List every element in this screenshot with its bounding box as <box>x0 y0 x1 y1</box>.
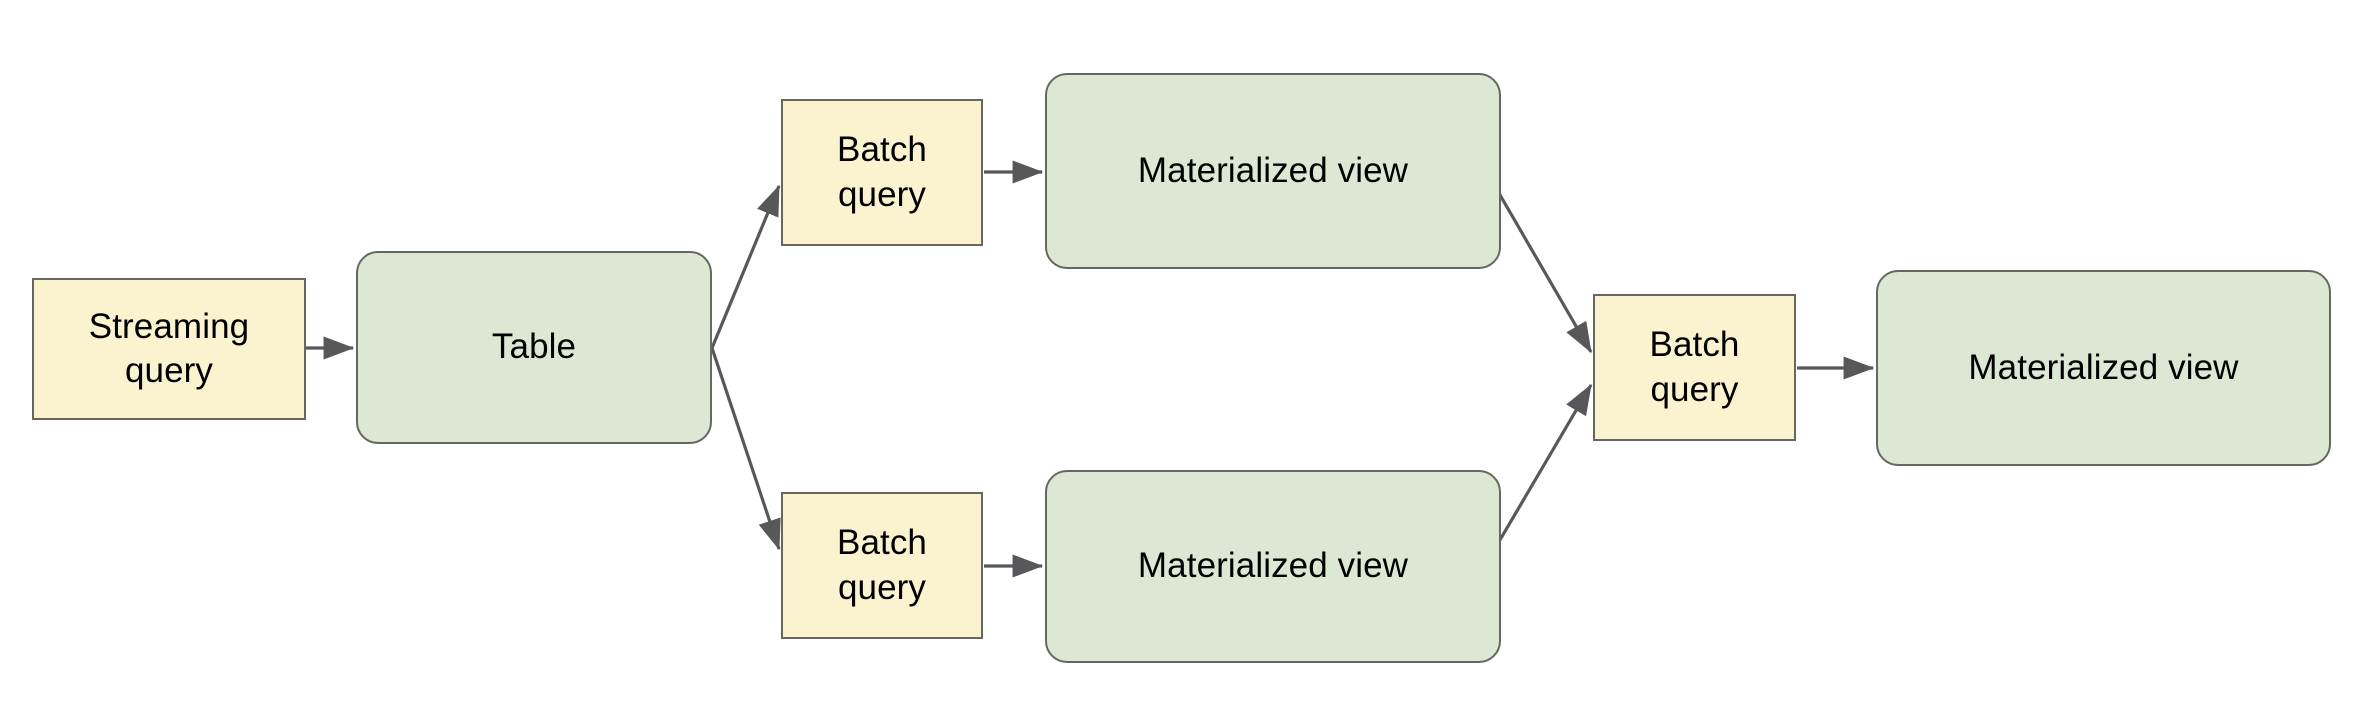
node-batch-query-top[interactable]: Batch query <box>781 99 983 246</box>
node-materialized-view-final[interactable]: Materialized view <box>1876 270 2331 466</box>
edge-mv-bottom-to-merge <box>1485 383 1593 563</box>
node-batch-query-merge[interactable]: Batch query <box>1593 294 1796 441</box>
node-materialized-view-top[interactable]: Materialized view <box>1045 73 1501 269</box>
edge-mv-top-to-merge <box>1487 175 1593 354</box>
edge-table-to-batch-bottom <box>710 347 781 551</box>
node-streaming-query[interactable]: Streaming query <box>32 278 306 420</box>
edge-table-to-batch-top <box>710 184 781 349</box>
node-batch-query-bottom[interactable]: Batch query <box>781 492 983 639</box>
node-table[interactable]: Table <box>356 251 712 444</box>
node-materialized-view-bottom[interactable]: Materialized view <box>1045 470 1501 663</box>
